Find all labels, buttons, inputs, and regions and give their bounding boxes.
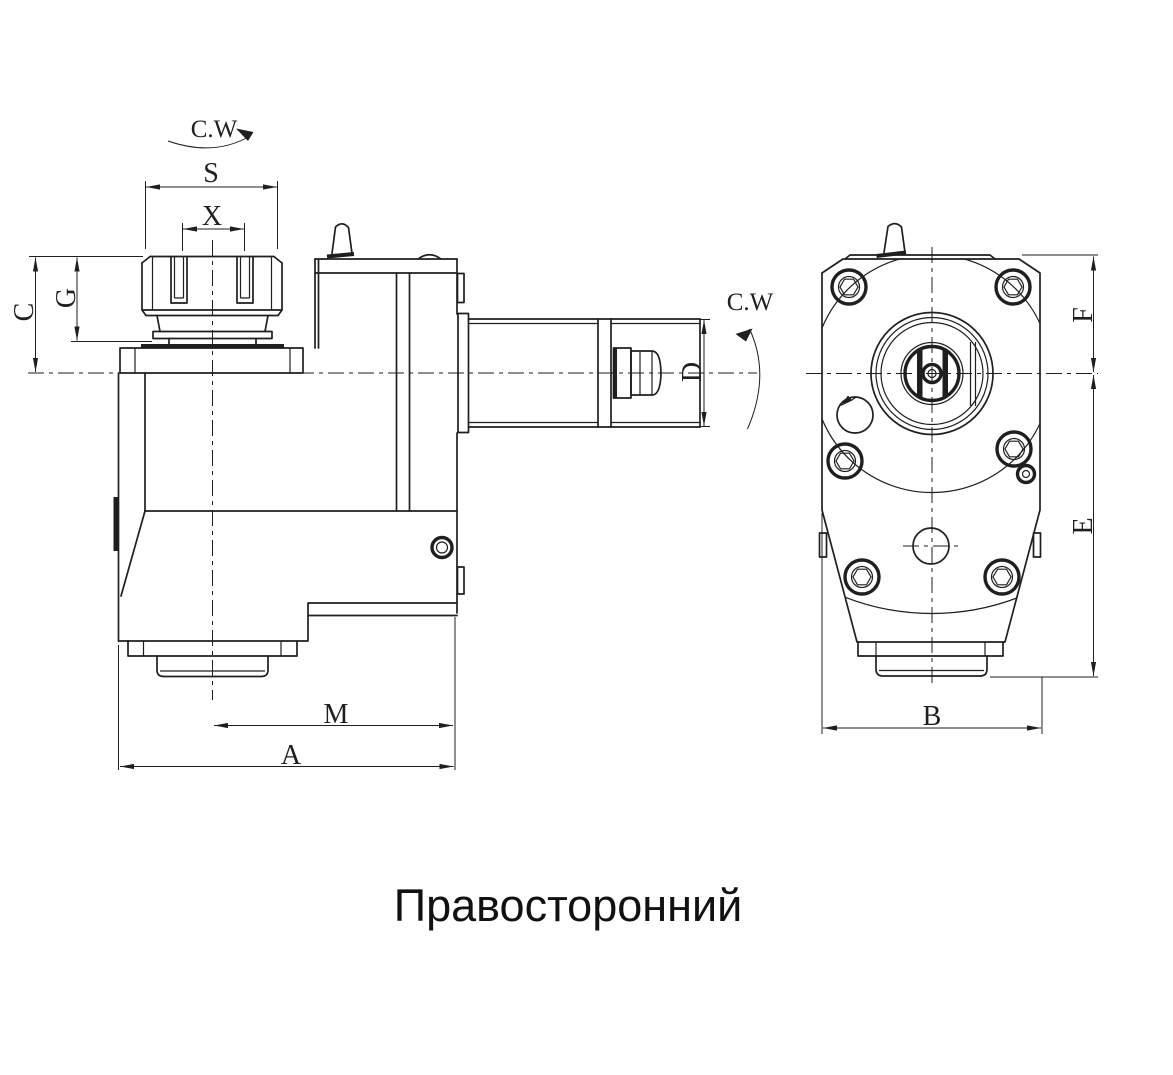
socket-screw-icon xyxy=(826,442,864,480)
front-top-plate-edge xyxy=(844,254,996,260)
dimension-b: B xyxy=(821,513,1043,734)
dimension-a: A xyxy=(118,645,454,771)
dim-label-s: S xyxy=(203,158,219,189)
side-bottom-shank xyxy=(127,640,298,678)
dim-label-c: C xyxy=(9,303,40,322)
dimension-e: E xyxy=(990,375,1099,678)
dim-label-e: E xyxy=(1068,517,1099,534)
dim-label-x: X xyxy=(202,201,222,232)
dim-label-d: D xyxy=(677,362,708,382)
side-top-dome xyxy=(417,253,442,260)
dimension-m: M xyxy=(214,617,456,770)
cw-arrow-shaft: C.W xyxy=(727,289,774,430)
front-socket-screws xyxy=(826,268,1033,596)
socket-screw-icon xyxy=(843,558,881,596)
side-right-tab-lower xyxy=(456,566,465,595)
dim-label-m: M xyxy=(324,699,349,730)
side-grease-pin xyxy=(331,223,353,255)
front-view: F E B xyxy=(806,222,1099,734)
socket-screw-icon xyxy=(983,558,1021,596)
caption-text: Правосторонний xyxy=(394,880,743,931)
side-set-screw-icon xyxy=(430,535,454,560)
housing-body-side xyxy=(113,223,465,642)
front-center-hole xyxy=(903,527,959,565)
front-pin-hole xyxy=(1015,463,1037,485)
front-bottom-shank xyxy=(857,641,1004,677)
spindle-neck-and-flange xyxy=(119,314,304,374)
front-sector-port xyxy=(836,395,874,434)
dim-label-a: A xyxy=(281,740,302,771)
dimension-g: G xyxy=(51,257,152,342)
front-grease-pin xyxy=(876,222,907,258)
dimension-f: F xyxy=(1022,254,1099,372)
side-right-tab-upper xyxy=(456,272,465,304)
cw-label-top: C.W xyxy=(191,116,238,143)
shaft-clamp-bolt xyxy=(612,347,662,399)
cw-label-shaft: C.W xyxy=(727,289,774,316)
dim-label-f: F xyxy=(1068,307,1099,323)
dimension-d: D xyxy=(677,319,710,427)
side-view: C.W C.W S X C G xyxy=(9,116,774,771)
socket-screw-icon xyxy=(830,268,868,306)
socket-screw-icon xyxy=(994,268,1032,306)
side-left-key-tab xyxy=(113,497,119,551)
collet-nut xyxy=(141,255,283,317)
dimension-x: X xyxy=(182,201,245,251)
dimension-s: S xyxy=(145,158,278,249)
output-shaft xyxy=(457,312,701,434)
spindle-keyway xyxy=(969,342,977,406)
front-left-tab xyxy=(818,532,828,558)
socket-screw-icon xyxy=(995,430,1033,468)
dim-label-g: G xyxy=(51,288,82,308)
front-boss-circles xyxy=(822,259,1040,615)
dim-label-b: B xyxy=(923,701,942,732)
front-spindle xyxy=(870,311,994,436)
front-right-tab xyxy=(1032,532,1042,558)
housing-body-front xyxy=(821,258,1041,643)
cw-arrow-top: C.W xyxy=(167,116,254,149)
dimension-c: C xyxy=(9,256,143,372)
